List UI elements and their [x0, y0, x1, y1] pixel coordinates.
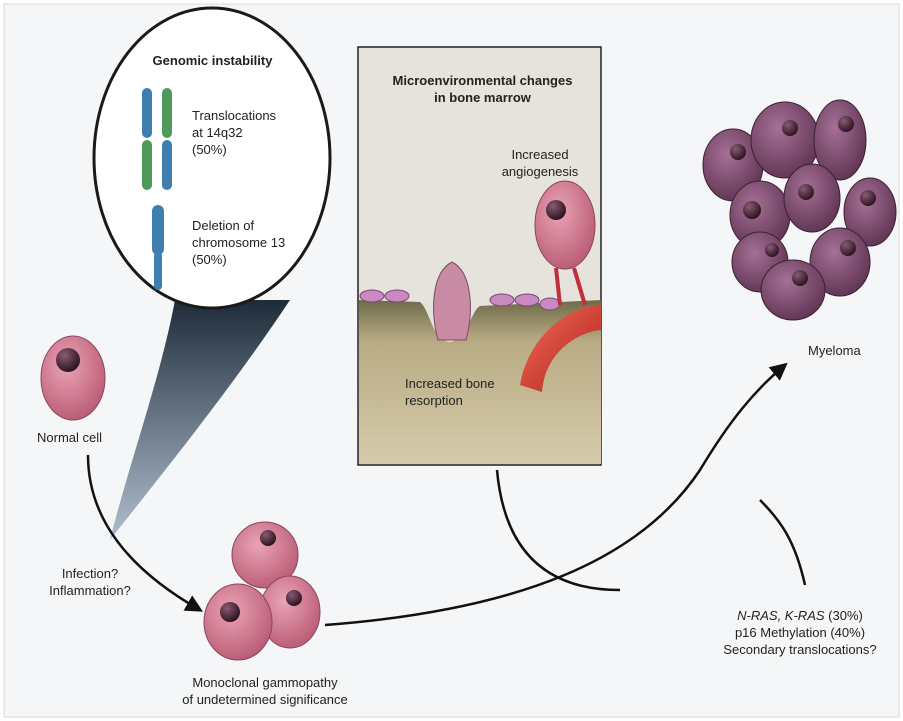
microenvironment-title: Microenvironmental changes in bone marro… [385, 73, 580, 107]
myeloma-label: Myeloma [808, 343, 861, 360]
angiogenesis-line-2: angiogenesis [480, 164, 600, 181]
infection-label: Infection? Inflammation? [40, 566, 140, 600]
angiogenesis-label: Increased angiogenesis [480, 147, 600, 181]
angiogenesis-line-1: Increased [480, 147, 600, 164]
ras-genes-text: N-RAS, K-RAS [737, 608, 824, 623]
translocations-label: Translocations at 14q32 (50%) [192, 108, 312, 159]
infection-line-1: Infection? [40, 566, 140, 583]
microenvironment-title-line-2: in bone marrow [385, 90, 580, 107]
ras-percent-text: (30%) [825, 608, 863, 623]
angiogenesis-cell [535, 181, 595, 269]
resorption-label: Increased bone resorption [405, 376, 525, 410]
deletion-line-3: (50%) [192, 252, 312, 269]
genomic-instability-title: Genomic instability [140, 53, 285, 70]
deletion-line-2: chromosome 13 [192, 235, 312, 252]
resorption-line-1: Increased bone [405, 376, 525, 393]
mgus-line-2: of undetermined significance [155, 692, 375, 709]
normal-cell-nucleus [56, 348, 80, 372]
normal-cell [41, 336, 105, 420]
mgus-label: Monoclonal gammopathy of undetermined si… [155, 675, 375, 709]
p16-line: p16 Methylation (40%) [705, 625, 895, 642]
translocations-line-2: at 14q32 [192, 125, 312, 142]
normal-cell-label: Normal cell [37, 430, 102, 447]
deletion-label: Deletion of chromosome 13 (50%) [192, 218, 312, 269]
mgus-line-1: Monoclonal gammopathy [155, 675, 375, 692]
resorption-line-2: resorption [405, 393, 525, 410]
ras-line: N-RAS, K-RAS (30%) [705, 608, 895, 625]
translocations-line-1: Translocations [192, 108, 312, 125]
genetic-changes-label: N-RAS, K-RAS (30%) p16 Methylation (40%)… [705, 608, 895, 659]
deletion-line-1: Deletion of [192, 218, 312, 235]
secondary-translocations-line: Secondary translocations? [705, 642, 895, 659]
angiogenesis-nucleus [546, 200, 566, 220]
microenvironment-title-line-1: Microenvironmental changes [385, 73, 580, 90]
infection-line-2: Inflammation? [40, 583, 140, 600]
translocations-line-3: (50%) [192, 142, 312, 159]
